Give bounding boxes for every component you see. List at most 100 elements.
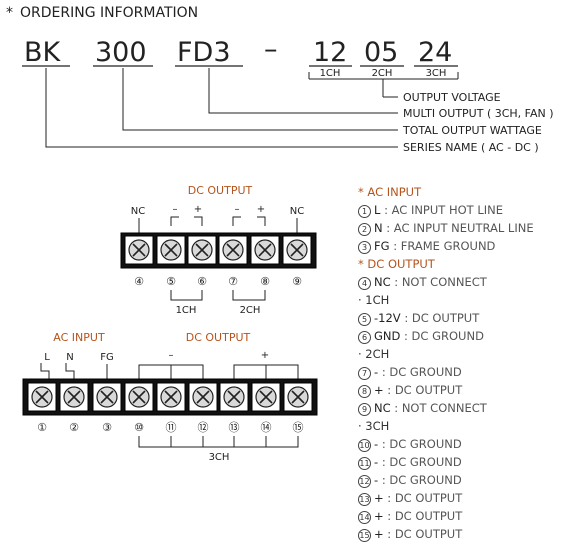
top-pin-number: ⑨ (292, 275, 302, 288)
code-ch3-label: 3CH (426, 68, 447, 79)
legend-item-key: - (374, 473, 382, 487)
bottom-label-l: L (44, 352, 50, 363)
bottom-pin-number: ⑩ (134, 421, 144, 434)
bottom-label-fg: FG (100, 352, 114, 363)
pin-number-badge: 3 (358, 241, 371, 254)
bottom-label-plus: + (261, 350, 269, 361)
code-v3: 24 (418, 37, 452, 68)
bottom-terminal-screw (59, 382, 89, 412)
bottom-terminal-screw (188, 382, 218, 412)
pin-number-badge: 13 (358, 493, 371, 506)
legend-item-desc: : DC GROUND (381, 455, 462, 469)
code-ch1-label: 1CH (320, 68, 341, 79)
top-pin-number: ⑦ (228, 275, 238, 288)
top-group-1ch: 1CH (176, 305, 197, 316)
legend-item-key: -12V (374, 311, 405, 325)
legend-item-key: - (374, 365, 382, 379)
pin-number-badge: 8 (358, 385, 371, 398)
bottom-terminal-screw (251, 382, 281, 412)
legend-item-key: + (374, 527, 388, 541)
pin-number-badge: 2 (358, 223, 371, 236)
pin-number-badge: 11 (358, 457, 371, 470)
top-pin-number: ⑤ (166, 275, 176, 288)
legend-item-key: NC (374, 275, 395, 289)
top-terminal-screw (156, 235, 186, 265)
pin-number-badge: 4 (358, 277, 371, 290)
legend-item-key: + (374, 383, 388, 397)
top-block-title: DC OUTPUT (188, 184, 253, 197)
code-series: BK (24, 37, 62, 68)
pin-number-badge: 12 (358, 475, 371, 488)
pin-number-badge: 14 (358, 511, 371, 524)
pin-number-badge: 7 (358, 367, 371, 380)
legend-item-desc: : DC OUTPUT (404, 311, 480, 325)
pin-number-badge: 10 (358, 439, 371, 452)
legend-item-key: L (374, 203, 385, 217)
bottom-pin-number: ② (69, 421, 79, 434)
legend-item-desc: : AC INPUT NEUTRAL LINE (386, 221, 534, 235)
legend-item: 12- : DC GROUND (358, 471, 534, 489)
legend-item-key: NC (374, 401, 395, 415)
legend-item-desc: : DC OUTPUT (387, 527, 463, 541)
bottom-pin-number: ⑮ (293, 421, 304, 434)
top-group-2ch: 2CH (240, 305, 261, 316)
code-wattage: 300 (95, 37, 147, 68)
code-v2: 05 (364, 37, 398, 68)
legend-item-desc: : DC GROUND (381, 437, 462, 451)
bottom-pin-number: ① (37, 421, 47, 434)
pin-number-badge: 1 (358, 205, 371, 218)
bottom-label-n: N (66, 352, 73, 363)
legend-item-key: + (374, 491, 388, 505)
legend-item: 10- : DC GROUND (358, 435, 534, 453)
top-pin-number: ⑧ (260, 275, 270, 288)
legend-item-desc: : DC GROUND (381, 473, 462, 487)
bottom-pin-number: ⑪ (166, 421, 177, 434)
code-v1: 12 (313, 37, 347, 68)
model-code: BK 300 FD3 – 12 05 24 (24, 34, 452, 68)
bottom-terminal-screw (156, 382, 186, 412)
top-label-nc-left: NC (131, 206, 145, 217)
legend-3ch-header: · 3CH (358, 419, 390, 433)
pin-number-badge: 15 (358, 529, 371, 542)
legend-item-desc: : FRAME GROUND (393, 239, 496, 253)
legend-item-desc: : DC GROUND (404, 329, 484, 343)
bottom-terminal-screw (283, 382, 313, 412)
legend-item: 8+ : DC OUTPUT (358, 381, 534, 399)
callout-output-voltage: OUTPUT VOLTAGE (403, 91, 501, 104)
legend-item-key: FG (374, 239, 394, 253)
legend-item-desc: : NOT CONNECT (394, 401, 487, 415)
bottom-pin-number: ⑫ (198, 421, 209, 434)
top-terminal-screw (218, 235, 248, 265)
top-terminal-screw (282, 235, 312, 265)
legend-item-key: - (374, 455, 382, 469)
bottom-ac-title: AC INPUT (53, 331, 105, 344)
bottom-terminal-screw (219, 382, 249, 412)
legend-item-desc: : DC GROUND (381, 365, 462, 379)
legend-item-key: N (374, 221, 387, 235)
legend-item: 14+ : DC OUTPUT (358, 507, 534, 525)
header-bullet: * (6, 5, 13, 21)
bottom-label-minus: – (169, 350, 174, 361)
legend-item: 5-12V : DC OUTPUT (358, 309, 534, 327)
bottom-pin-number: ③ (102, 421, 112, 434)
top-terminal-screw (187, 235, 217, 265)
pin-number-badge: 6 (358, 331, 371, 344)
legend-item-desc: : DC OUTPUT (387, 491, 463, 505)
legend-2ch-header: · 2CH (358, 347, 390, 361)
bottom-group-3ch: 3CH (209, 452, 230, 463)
bottom-dc-title: DC OUTPUT (186, 331, 251, 344)
callout-series-name: SERIES NAME ( AC - DC ) (403, 141, 539, 154)
code-ch2-label: 2CH (372, 68, 393, 79)
leader-lines (45, 68, 398, 148)
legend-item: 7- : DC GROUND (358, 363, 534, 381)
code-dash: – (264, 34, 278, 65)
